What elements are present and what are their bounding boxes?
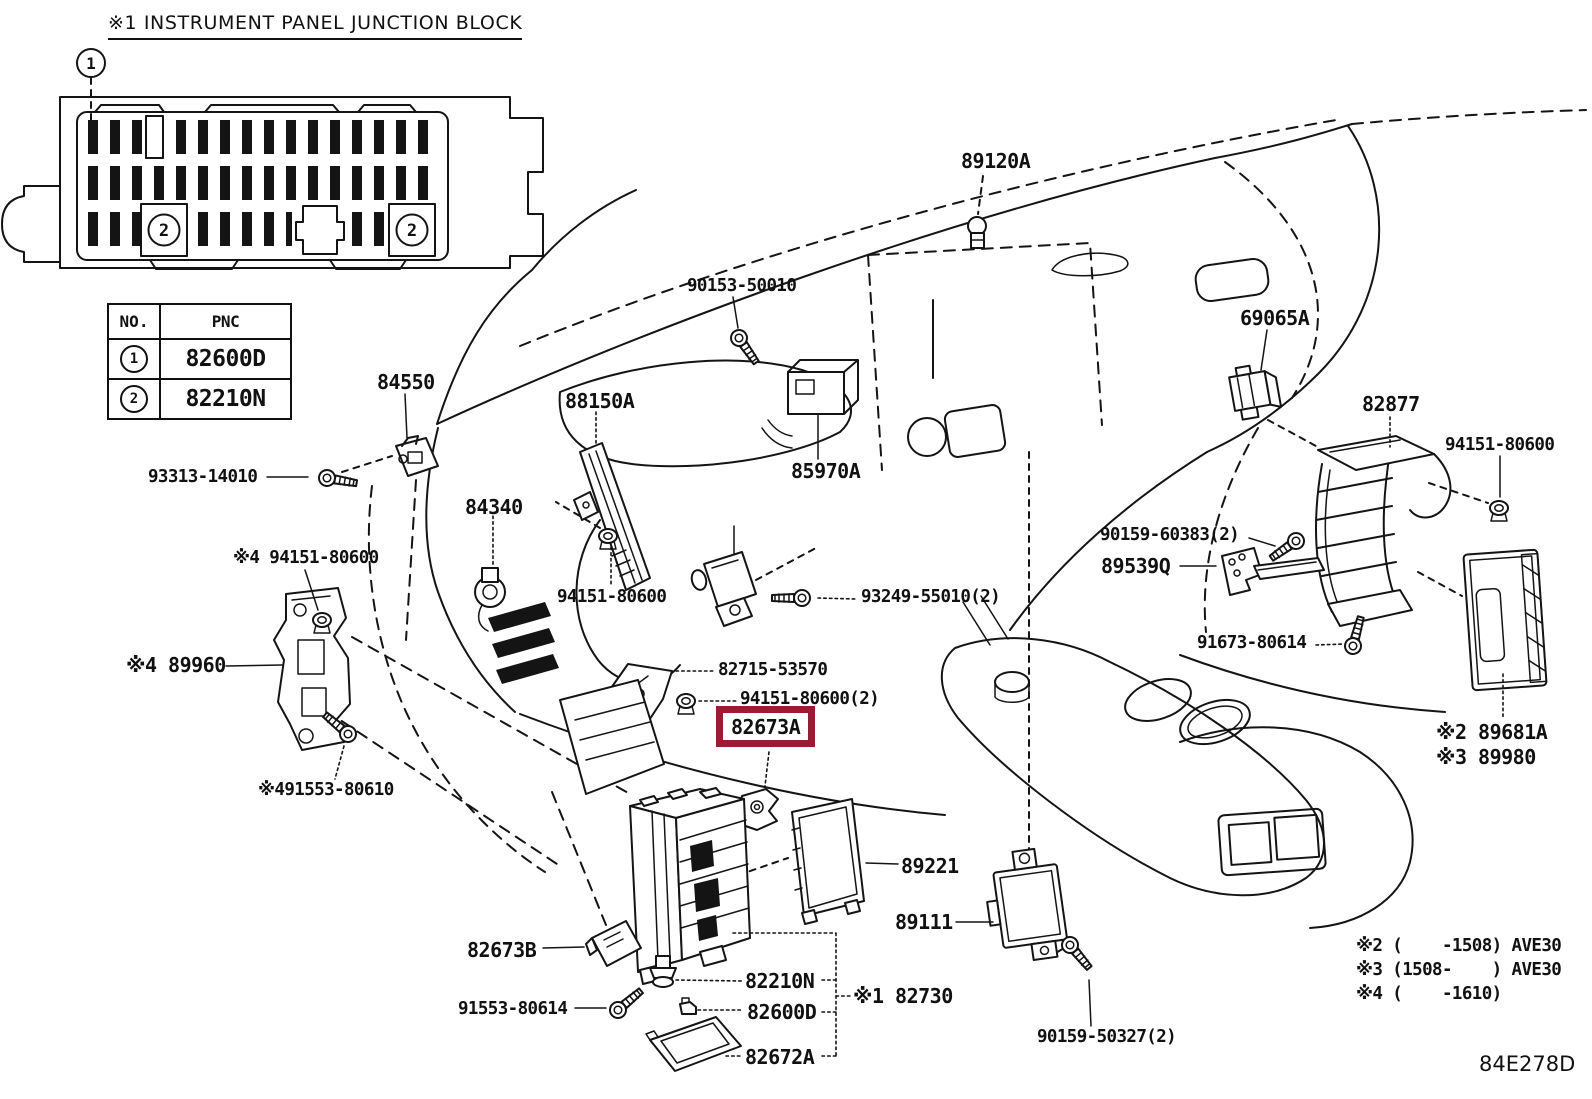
part-label-89539Q: 89539Q — [1101, 554, 1171, 578]
row-callout-2: 2 — [120, 385, 148, 413]
part-label-89120A: 89120A — [961, 149, 1031, 173]
part-label-88150A: 88150A — [565, 389, 635, 413]
part-label-82672A: 82672A — [745, 1045, 815, 1069]
pnc-col-no: NO. — [109, 305, 161, 338]
part-label-94151-80600-mid: 94151-80600 — [557, 587, 667, 607]
pnc-table: NO. PNC 1 82600D 2 82210N — [107, 303, 292, 420]
part-88150A-illustration — [573, 442, 651, 591]
part-89221-illustration — [791, 798, 865, 925]
part-label-89221: 89221 — [901, 854, 959, 878]
part-82715-53570-illustration — [559, 663, 673, 795]
part-label-94151-80600-2: 94151-80600(2) — [740, 689, 880, 709]
pnc-table-row: 2 82210N — [109, 378, 290, 418]
part-label-94151-80600-x4: ※4 94151-80600 — [233, 548, 379, 568]
part-82210N-illustration — [649, 955, 677, 988]
diagram-code: 84E278D — [1479, 1052, 1576, 1076]
fusebox-callout-1: 1 — [86, 54, 96, 73]
part-82600D-illustration — [679, 997, 697, 1015]
part-label-89980: ※3 89980 — [1436, 745, 1536, 769]
part-label-90159-50327: 90159-50327(2) — [1037, 1027, 1177, 1047]
part-label-89681A: ※2 89681A — [1436, 720, 1548, 744]
row-callout-1: 1 — [120, 345, 148, 373]
part-label-90153-50010: 90153-50010 — [687, 276, 797, 296]
pnc-table-header: NO. PNC — [109, 305, 290, 338]
part-label-69065A: 69065A — [1240, 306, 1310, 330]
footnote-2: ※2 ( -1508) AVE30 — [1356, 936, 1562, 956]
part-82672A-illustration — [645, 1016, 742, 1072]
footnote-3: ※3 (1508- ) AVE30 — [1356, 960, 1562, 980]
nut-94151-2 — [676, 693, 696, 715]
part-label-85970A: 85970A — [791, 459, 861, 483]
pnc-value-82210N: 82210N — [185, 386, 266, 412]
part-82673B-illustration — [585, 920, 642, 967]
part-label-90159-60383: 90159-60383(2) — [1100, 525, 1240, 545]
screw-93249-55010 — [771, 589, 811, 607]
part-89539Q-illustration — [1221, 547, 1325, 596]
part-label-82673B: 82673B — [467, 938, 537, 962]
screw-90159-50327 — [1057, 932, 1097, 975]
part-89120A-illustration — [967, 216, 987, 249]
part-label-82877: 82877 — [1362, 392, 1420, 416]
part-label-84340: 84340 — [465, 495, 523, 519]
screw-91553-80614 — [605, 983, 648, 1023]
part-label-82600D: 82600D — [747, 1000, 817, 1024]
part-label-82673A-highlighted: 82673A — [716, 706, 816, 747]
part-label-94151-80600-right: 94151-80600 — [1445, 435, 1555, 455]
part-82877-illustration — [1315, 435, 1452, 627]
part-label-89960: ※4 89960 — [126, 653, 226, 677]
part-label-93249-55010: 93249-55010(2) — [861, 587, 1001, 607]
part-label-91553-80610: ※491553-80610 — [258, 780, 394, 800]
part-label-91673-80614: 91673-80614 — [1197, 633, 1307, 653]
part-label-82715-53570: 82715-53570 — [718, 660, 828, 680]
fuse-box-illustration: 2 2 1 — [1, 48, 544, 270]
leader-lines — [225, 175, 1504, 1057]
fusebox-callout-2b: 2 — [407, 221, 417, 241]
part-84340-illustration — [474, 567, 506, 632]
screw-93313-14010 — [316, 467, 359, 493]
part-89111-illustration — [986, 847, 1068, 962]
part-label-82730: ※1 82730 — [853, 984, 953, 1008]
junction-block-82730-illustration — [629, 787, 751, 985]
pnc-table-row: 1 82600D — [109, 338, 290, 378]
pnc-value-82600D: 82600D — [185, 346, 266, 372]
diagram-title: ※1 INSTRUMENT PANEL JUNCTION BLOCK — [108, 12, 523, 40]
fusebox-callout-2a: 2 — [159, 221, 169, 241]
part-89227-illustration — [690, 551, 757, 627]
part-84550-illustration — [395, 435, 439, 477]
part-89681A-illustration — [1462, 548, 1548, 692]
part-69065A-illustration — [1228, 364, 1283, 421]
part-label-89111: 89111 — [895, 910, 953, 934]
pnc-col-pnc: PNC — [211, 312, 240, 331]
part-label-91553-80614: 91553-80614 — [458, 999, 568, 1019]
nut-94151-right — [1489, 500, 1509, 522]
footnote-4: ※4 ( -1610) — [1356, 984, 1502, 1004]
part-label-93313-14010: 93313-14010 — [148, 467, 258, 487]
part-label-84550: 84550 — [377, 370, 435, 394]
part-85970A-illustration — [761, 359, 859, 449]
part-label-82210N: 82210N — [745, 969, 815, 993]
